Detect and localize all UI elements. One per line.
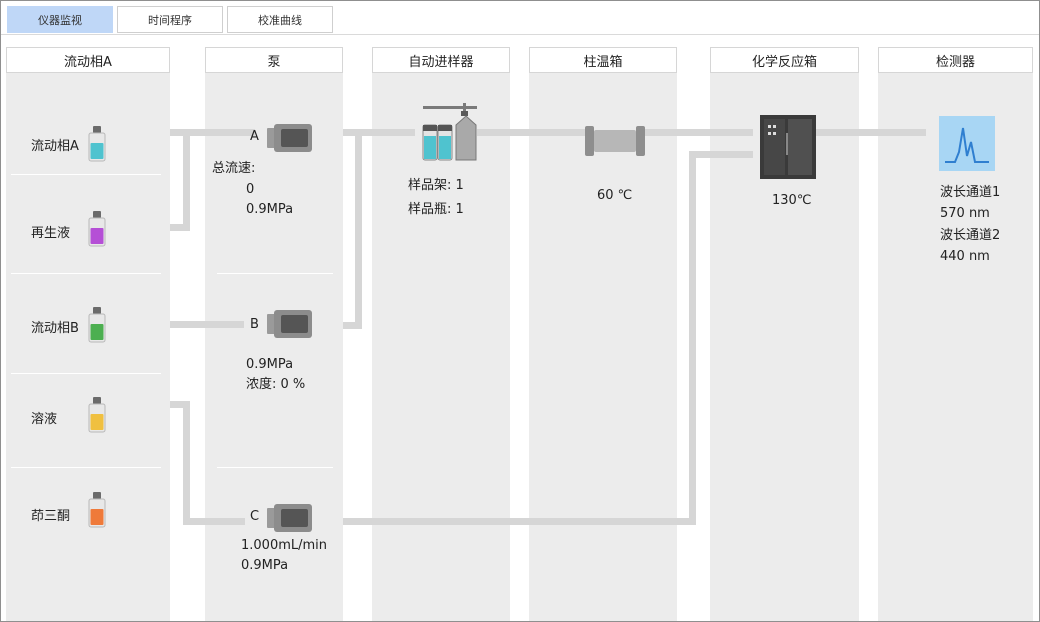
detector-channel2-label: 波长通道2 [940, 228, 1001, 243]
tab-instrument-monitor[interactable]: 仪器监视 [7, 6, 113, 33]
reactor-temperature: 130℃ [772, 193, 812, 208]
column-header-mobile-phase: 流动相A [6, 47, 170, 73]
pump-b-icon[interactable] [267, 310, 313, 338]
pipe [814, 129, 926, 136]
chromatogram-icon[interactable] [939, 116, 995, 171]
row-divider [11, 467, 161, 468]
detector-channel2-value: 440 nm [940, 249, 990, 264]
pump-a-total-flow-value: 0 [246, 182, 255, 197]
pump-c-pressure: 0.9MPa [241, 558, 289, 573]
pump-a-total-flow-label: 总流速: [212, 161, 256, 176]
row-divider [11, 174, 161, 175]
reservoir-label: 再生液 [31, 226, 71, 241]
column-header-column-oven: 柱温箱 [529, 47, 677, 73]
reservoir-label: 茚三酮 [31, 509, 71, 524]
pipe [641, 129, 753, 136]
tab-calibration-curve[interactable]: 校准曲线 [227, 6, 333, 33]
pipe [477, 129, 587, 136]
pipe [170, 321, 244, 328]
pump-b-concentration: 浓度: 0 % [246, 377, 306, 392]
pump-a-label: A [250, 129, 259, 144]
reservoir-label: 流动相B [31, 321, 79, 336]
sampler-vial: 样品瓶: 1 [408, 202, 464, 217]
reservoir-label: 溶液 [31, 412, 58, 427]
column-header-autosampler: 自动进样器 [372, 47, 510, 73]
pipe [343, 322, 362, 329]
bottle-icon[interactable] [88, 126, 106, 162]
column-heater-icon[interactable] [585, 125, 645, 157]
pipe [183, 401, 190, 525]
bottle-icon[interactable] [88, 307, 106, 343]
detector-channel1-label: 波长通道1 [940, 185, 1001, 200]
mobile-phase-column: 流动相A [6, 47, 170, 621]
bottle-icon[interactable] [88, 397, 106, 433]
bottle-icon[interactable] [88, 211, 106, 247]
pipe [343, 518, 695, 525]
pump-c-label: C [250, 509, 260, 524]
reaction-chamber-icon[interactable] [760, 115, 816, 179]
row-divider [11, 373, 161, 374]
pipe [689, 151, 696, 525]
pump-a-pressure: 0.9MPa [246, 202, 294, 217]
autosampler-icon[interactable] [419, 103, 479, 163]
reservoir-label: 流动相A [31, 139, 79, 154]
row-divider [217, 467, 333, 468]
detector-channel1-value: 570 nm [940, 206, 990, 221]
tab-time-program[interactable]: 时间程序 [117, 6, 223, 33]
pipe [170, 224, 190, 231]
pipe [183, 518, 245, 525]
bottle-icon[interactable] [88, 492, 106, 528]
pipe [183, 129, 190, 231]
row-divider [217, 273, 333, 274]
oven-temperature: 60 ℃ [597, 188, 633, 203]
sampler-rack: 样品架: 1 [408, 178, 464, 193]
pump-a-icon[interactable] [267, 124, 313, 152]
row-divider [11, 273, 161, 274]
pump-b-label: B [250, 317, 259, 332]
pump-c-flow: 1.000mL/min [241, 538, 328, 553]
column-header-reaction-chamber: 化学反应箱 [710, 47, 859, 73]
tab-bar: 仪器监视 时间程序 校准曲线 [1, 1, 1039, 35]
pipe [170, 129, 255, 136]
pipe [689, 151, 753, 158]
pump-c-icon[interactable] [267, 504, 313, 532]
pipe [355, 129, 362, 329]
column-header-detector: 检测器 [878, 47, 1033, 73]
pump-b-pressure: 0.9MPa [246, 357, 294, 372]
column-header-pump: 泵 [205, 47, 343, 73]
pipe [343, 129, 415, 136]
tab-divider [1, 34, 1039, 35]
pipe [170, 401, 190, 408]
